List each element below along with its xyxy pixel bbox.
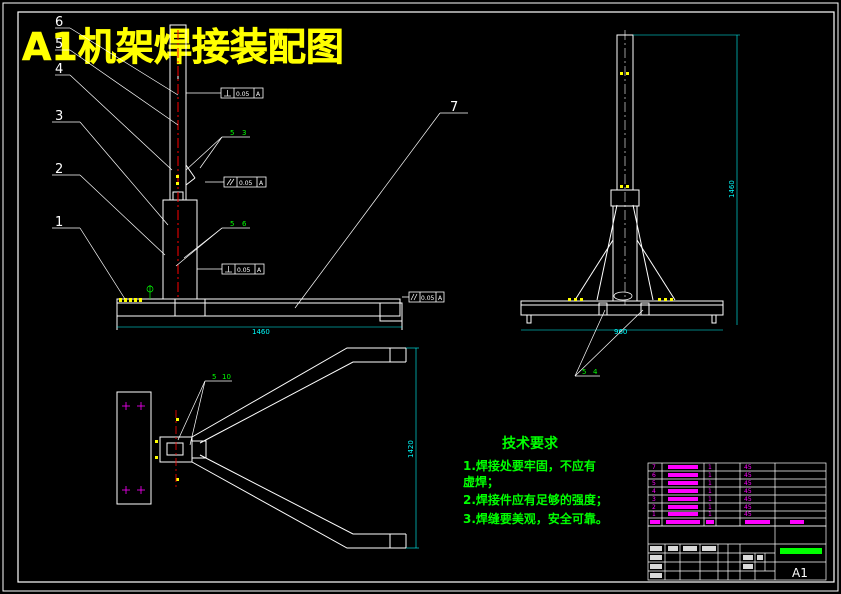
tolerance-frames — [186, 87, 445, 303]
side-weld-leaders — [574, 309, 644, 377]
top-weld-leader — [177, 380, 232, 446]
tol-base: 0.05 — [421, 295, 435, 302]
weld-front-bot-b: 6 — [242, 220, 247, 228]
tol-parallel: 0.05 — [239, 180, 253, 187]
bom-qty-6: 1 — [708, 472, 712, 479]
side-view — [520, 34, 724, 324]
bom-mat-3: 45 — [744, 496, 752, 503]
title-block-fills — [650, 546, 763, 578]
bom-no-7: 7 — [652, 464, 656, 471]
title-block — [647, 525, 827, 581]
bom-qty-4: 1 — [708, 488, 712, 495]
bom-name-cells — [650, 465, 804, 524]
top-plate-holes — [122, 402, 145, 494]
bom-rows: 7 1 45 6 1 45 5 1 45 4 1 45 3 1 45 2 1 4… — [652, 464, 752, 518]
bom-mat-2: 45 — [744, 504, 752, 511]
bom-qty-1: 1 — [708, 511, 712, 518]
tol-perp-top: 0.05 — [236, 91, 250, 98]
bom-mat-6: 45 — [744, 472, 752, 479]
callout-6: 6 — [55, 15, 63, 30]
callout-4: 4 — [55, 62, 63, 77]
bom-table — [647, 462, 827, 527]
inner-border — [17, 11, 835, 583]
bom-no-1: 1 — [652, 511, 656, 518]
datum-marker — [146, 285, 154, 299]
callout-2: 2 — [55, 162, 63, 177]
bom-mat-7: 45 — [744, 464, 752, 471]
weld-side-b: 4 — [593, 368, 598, 376]
tolerance-symbols — [224, 90, 418, 301]
bom-no-6: 6 — [652, 472, 656, 479]
weld-side-a: 5 — [582, 368, 586, 376]
bom-qty-2: 1 — [708, 504, 712, 511]
bom-qty-7: 1 — [708, 464, 712, 471]
bom-no-3: 3 — [652, 496, 656, 503]
req-heading: 技术要求 — [502, 435, 559, 452]
tol-base-datum: A — [438, 295, 443, 302]
top-dims — [406, 347, 419, 549]
side-hatch — [568, 72, 673, 301]
callout-leaders — [52, 27, 468, 309]
tol-perp-bottom-datum: A — [257, 267, 262, 274]
bom-qty-5: 1 — [708, 480, 712, 487]
front-view — [116, 24, 403, 330]
weld-top-b: 10 — [222, 373, 231, 381]
bom-qty-3: 1 — [708, 496, 712, 503]
top-view — [116, 347, 407, 549]
weld-front-bot-a: 5 — [230, 220, 234, 228]
weld-front-top-b: 3 — [242, 129, 246, 137]
dim-front-length: 1460 — [252, 328, 270, 336]
side-dims — [521, 34, 740, 331]
dim-side-height: 1460 — [728, 180, 736, 198]
bom-no-2: 2 — [652, 504, 656, 511]
title-block-name — [780, 548, 822, 554]
bom-mat-4: 45 — [744, 488, 752, 495]
front-weld-leaders — [175, 136, 250, 267]
weld-front-top-a: 5 — [230, 129, 234, 137]
callout-3: 3 — [55, 109, 63, 124]
req-line-4: 3.焊缝要美观，安全可靠。 — [463, 511, 608, 526]
bom-mat-1: 45 — [744, 511, 752, 518]
sheet-size-label: A1 — [792, 566, 808, 580]
tol-perp-bottom: 0.05 — [237, 267, 251, 274]
dim-top-width: 1420 — [407, 440, 415, 458]
drawing-title: A1机架焊接装配图 — [22, 25, 344, 69]
front-base-marks — [119, 298, 142, 302]
side-base-hole — [613, 291, 633, 301]
callout-5: 5 — [55, 37, 63, 52]
weld-top-a: 5 — [212, 373, 216, 381]
callout-1: 1 — [55, 215, 63, 230]
bom-no-5: 5 — [652, 480, 656, 487]
tol-perp-top-datum: A — [256, 91, 261, 98]
tol-parallel-datum: A — [259, 180, 264, 187]
bom-mat-5: 45 — [744, 480, 752, 487]
req-line-2: 虚焊； — [463, 474, 499, 489]
front-weld-marks — [176, 175, 179, 185]
bom-no-4: 4 — [652, 488, 656, 495]
callout-7: 7 — [450, 100, 458, 115]
req-line-3: 2.焊接件应有足够的强度； — [463, 492, 608, 507]
top-weld-marks — [155, 418, 179, 481]
req-line-1: 1.焊接处要牢固，不应有 — [463, 458, 596, 473]
